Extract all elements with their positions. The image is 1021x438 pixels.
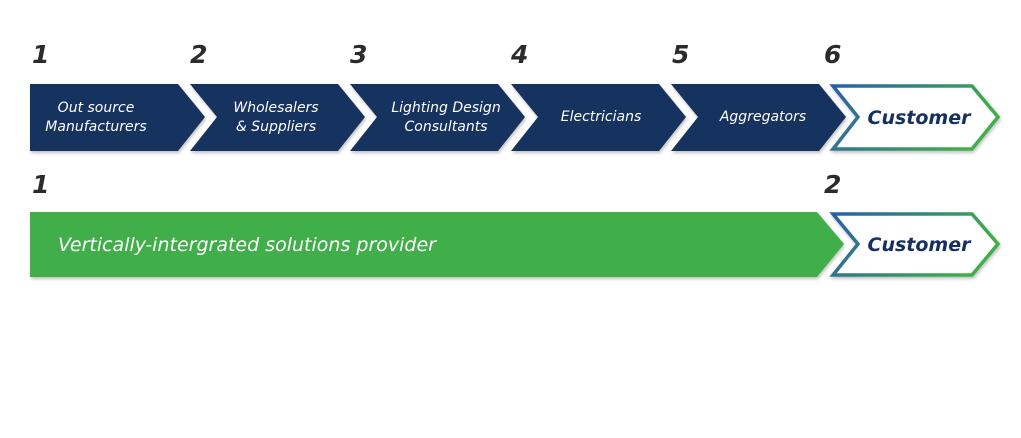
chevron-step-4 (511, 84, 686, 151)
provider-banner (30, 212, 844, 277)
customer-label-row2: Customer (867, 233, 971, 256)
customer-label-row1: Customer (867, 106, 971, 129)
chevron-step-5 (671, 84, 846, 151)
step-number-3: 3 (350, 40, 368, 69)
step-number-1: 1 (32, 40, 50, 69)
step-label-4: Electricians (560, 109, 642, 126)
step-number-2: 2 (190, 40, 208, 69)
chevron-customer-row2 (829, 212, 1001, 277)
step-label-3: Lighting Design Consultants (391, 99, 501, 135)
customer-number-2: 2 (824, 170, 842, 199)
step-label-2: Wholesalers & Suppliers (233, 99, 319, 135)
chevron-step-3 (350, 84, 525, 151)
step-label-5: Aggregators (719, 109, 807, 126)
customer-number-6: 6 (824, 40, 842, 69)
step-label-1: Out source Manufacturers (45, 99, 147, 135)
provider-number: 1 (32, 170, 50, 199)
provider-label: Vertically-intergrated solutions provide… (58, 234, 436, 256)
chevron-step-2 (190, 84, 365, 151)
chevron-customer-row1 (829, 84, 1001, 151)
chevron-step-1 (30, 84, 205, 151)
step-number-4: 4 (511, 40, 529, 69)
step-number-5: 5 (672, 40, 690, 69)
